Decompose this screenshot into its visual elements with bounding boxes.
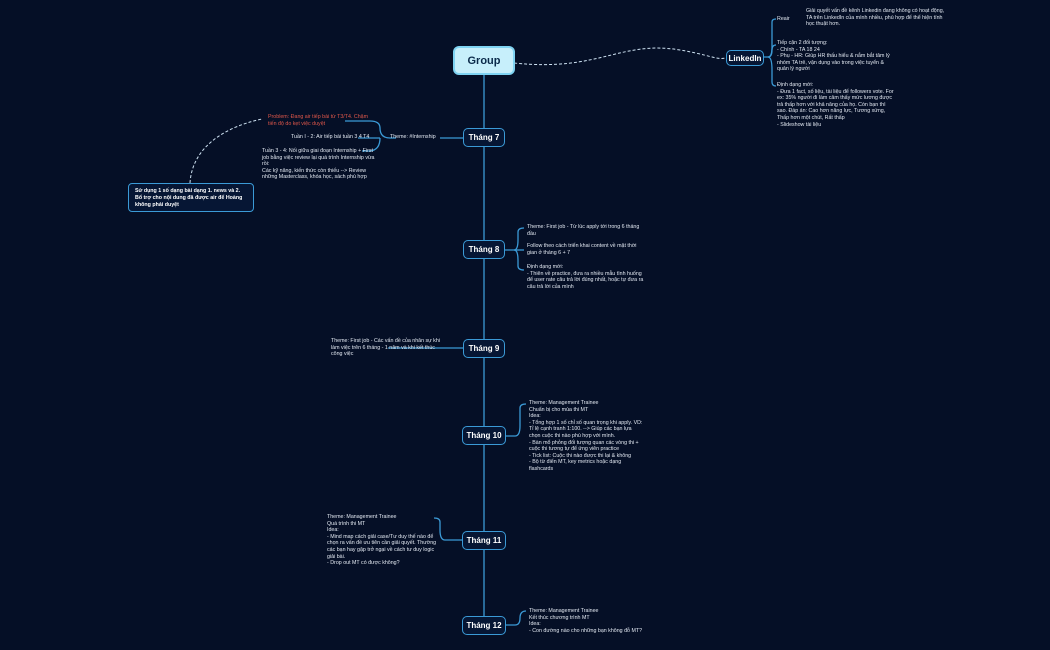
t7-problem: Problem: Đang air tiếp bài từ T3/T4. Chậ… bbox=[268, 114, 369, 127]
month-node-11[interactable]: Tháng 11 bbox=[462, 531, 506, 550]
linkedin-note-audience: Tiếp cận 2 đối tượng: - Chính - TA 18 24… bbox=[777, 40, 890, 73]
month-node-12[interactable]: Tháng 12 bbox=[462, 616, 506, 635]
t8-theme: Theme: First job - Từ lúc apply tới tron… bbox=[527, 224, 640, 237]
linkedin-note-goal: Giải quyết vấn đề kênh Linkedin đang khô… bbox=[806, 8, 945, 28]
month-node-10[interactable]: Tháng 10 bbox=[462, 426, 506, 445]
t10-notes: Theme: Management Trainee Chuẩn bị cho m… bbox=[529, 400, 643, 472]
t8-format: Định dạng mới: - Thiên về practice, đưa … bbox=[527, 264, 644, 290]
t9-theme: Theme: First job - Các vấn đề của nhân s… bbox=[331, 338, 440, 358]
t7-week-3-4: Tuần 3 - 4: Nối giữa giai đoạn Internshi… bbox=[262, 148, 375, 181]
root-node[interactable]: Group bbox=[455, 48, 513, 73]
t11-notes: Theme: Management Trainee Quá trình thi … bbox=[327, 514, 437, 567]
month-node-7[interactable]: Tháng 7 bbox=[463, 128, 505, 147]
month-node-9[interactable]: Tháng 9 bbox=[463, 339, 505, 358]
linkedin-node[interactable]: LinkedIn bbox=[726, 50, 764, 66]
t7-theme: Theme: #Internship bbox=[390, 134, 436, 140]
t7-side-box[interactable]: Sử dụng 1 số dạng bài dạng 1. news và 2.… bbox=[128, 183, 254, 212]
t7-week-1-2: Tuần I - 2: Air tiếp bài tuần 3 4 T4 bbox=[291, 134, 370, 140]
t8-follow: Follow theo cách triển khai content về m… bbox=[527, 243, 637, 256]
month-node-8[interactable]: Tháng 8 bbox=[463, 240, 505, 259]
linkedin-branch-label: Reair bbox=[777, 16, 790, 22]
linkedin-note-format: Định dạng mới: - Đưa 1 fact, số liệu, tà… bbox=[777, 82, 894, 128]
t12-notes: Theme: Management Trainee Kết thúc chươn… bbox=[529, 608, 643, 634]
